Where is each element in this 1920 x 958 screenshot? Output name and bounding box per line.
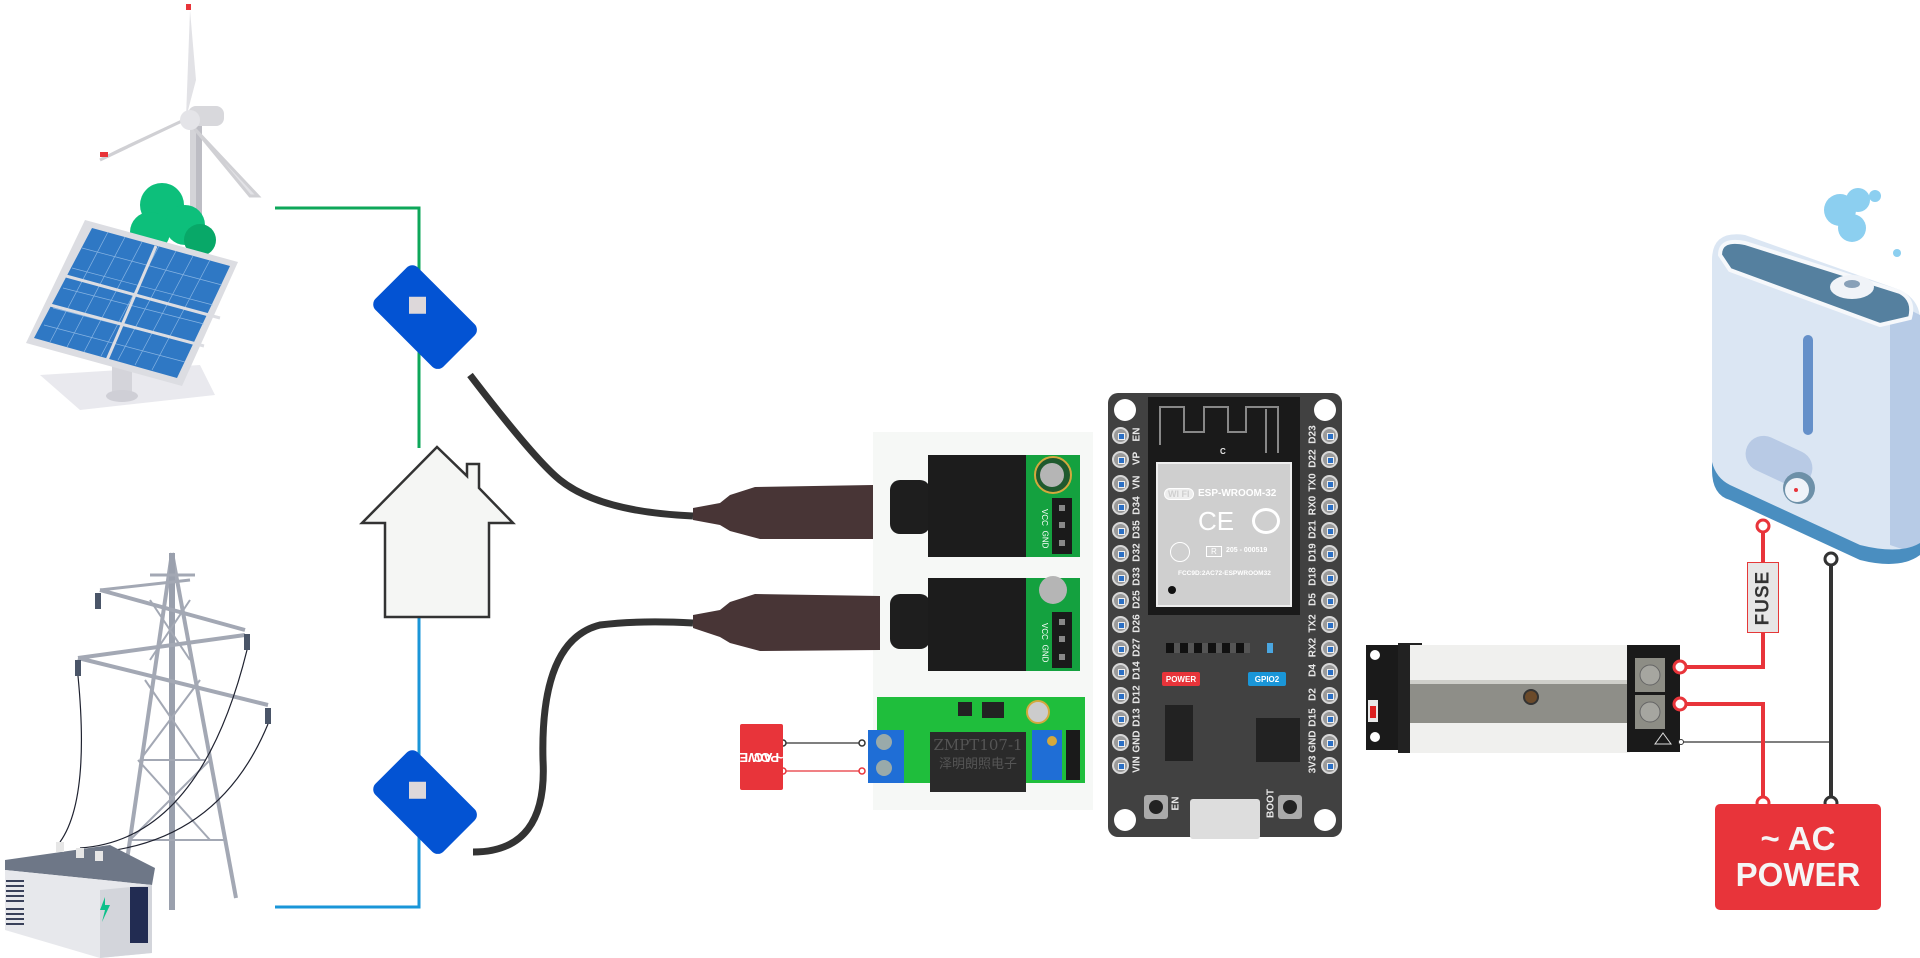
pin-d19[interactable]: [1321, 545, 1338, 562]
antenna-icon: [1159, 406, 1279, 453]
fcc-id: FCC9D:2AC72-ESPWROOM32: [1178, 570, 1271, 577]
pin1-dot: [1168, 586, 1176, 594]
pin-label: VIN: [1131, 756, 1143, 773]
wroom-module: C WI FI ESP-WROOM-32 CE R 205 - 000519 F…: [1148, 397, 1300, 615]
humidifier-icon: [1712, 188, 1920, 564]
vcc-label: VCC: [1039, 509, 1049, 526]
fuse: FUSE: [1747, 562, 1779, 633]
gnd-label: GND: [1040, 644, 1050, 663]
cert-code: 205 - 000519: [1226, 547, 1268, 554]
pin-vn[interactable]: [1112, 475, 1129, 492]
pin-d35[interactable]: [1112, 522, 1129, 539]
boot-button-label: BOOT: [1265, 789, 1277, 818]
voltage-regulator: [1165, 705, 1193, 761]
pin-d23[interactable]: [1321, 427, 1338, 444]
telec-mark-icon: [1170, 542, 1190, 562]
pin-vp[interactable]: [1112, 451, 1129, 468]
pin-vin[interactable]: [1112, 757, 1129, 774]
module-name: ESP-WROOM-32: [1198, 488, 1277, 499]
current-sensor-module-2[interactable]: [890, 576, 1080, 671]
voltage-sensor-module[interactable]: [868, 697, 1085, 792]
audio-plug-2[interactable]: [693, 594, 880, 651]
pin-d21[interactable]: [1321, 522, 1338, 539]
ac-power-line1: ~ AC: [1760, 820, 1836, 857]
zmpt-label-line2: 泽明朗照电子: [938, 757, 1017, 772]
vcc-label: VCC: [1039, 623, 1049, 640]
zmpt-label-line1: ZMPT107-1: [933, 736, 1023, 754]
power-wires: [59, 649, 269, 853]
ce-mark: CE: [1198, 506, 1235, 536]
en-button[interactable]: [1144, 795, 1168, 819]
gpio2-led: [1267, 643, 1273, 653]
en-button-label: EN: [1170, 796, 1182, 811]
pin-gnd-left[interactable]: [1112, 734, 1129, 751]
zmpt-chip-label: ZMPT107-1 泽明朗照电子: [932, 735, 1024, 775]
pin-rx2[interactable]: [1321, 640, 1338, 657]
transformer-icon: [5, 842, 155, 958]
antenna-mark: C: [1220, 447, 1226, 456]
pin-d33[interactable]: [1112, 569, 1129, 586]
shield-can: WI FI ESP-WROOM-32 CE R 205 - 000519 FCC…: [1156, 462, 1292, 607]
pin-rx0[interactable]: [1321, 498, 1338, 515]
r-mark: R: [1206, 546, 1222, 557]
ct-cable-2: [472, 618, 694, 856]
gpio-led-label: GPIO2: [1248, 672, 1286, 686]
pin-d12[interactable]: [1112, 687, 1129, 704]
pin-d2[interactable]: [1321, 687, 1338, 704]
ac-power-small-text: ~ AC POWER: [729, 750, 784, 765]
pin-d4[interactable]: [1321, 663, 1338, 680]
micro-usb-port[interactable]: [1190, 799, 1260, 839]
ac-power-small-label: ~ AC POWER: [729, 724, 784, 790]
mount-hole: [1114, 809, 1136, 831]
pin-tx0[interactable]: [1321, 475, 1338, 492]
pin-d15[interactable]: [1321, 710, 1338, 727]
grid-line: [275, 617, 421, 909]
pin-d34[interactable]: [1112, 498, 1129, 515]
tree-icon: [130, 183, 216, 256]
pin-3v3[interactable]: [1321, 757, 1338, 774]
pin-tx2[interactable]: [1321, 616, 1338, 633]
mount-hole: [1314, 809, 1336, 831]
pin-gnd-right[interactable]: [1321, 734, 1338, 751]
pin-d25[interactable]: [1112, 592, 1129, 609]
power-led-label: POWER: [1162, 672, 1200, 686]
gnd-label: GND: [1040, 530, 1050, 549]
solid-state-relay-module[interactable]: [1366, 643, 1680, 753]
transmission-tower-icon: [75, 552, 271, 910]
pin-d22[interactable]: [1321, 451, 1338, 468]
pin-d32[interactable]: [1112, 545, 1129, 562]
pin-d18[interactable]: [1321, 569, 1338, 586]
solar-wind-line: [275, 206, 421, 448]
espressif-logo-icon: [1252, 508, 1280, 534]
mount-hole: [1114, 399, 1136, 421]
smd-row: [1166, 643, 1250, 653]
audio-plug-1[interactable]: [693, 485, 873, 539]
ct-clamp-solar[interactable]: [370, 262, 480, 372]
fuse-label: FUSE: [1752, 570, 1773, 625]
ct-cable-1: [467, 372, 694, 520]
wifi-logo: WI FI: [1164, 488, 1194, 500]
house-icon: [359, 445, 516, 619]
pin-en[interactable]: [1112, 427, 1129, 444]
ct-clamp-grid[interactable]: [370, 747, 480, 857]
pin-label: 3V3: [1307, 755, 1319, 774]
solar-panel-icon: [26, 220, 238, 410]
ac-power-label: ~ AC POWER: [1715, 804, 1881, 910]
pin-d14[interactable]: [1112, 663, 1129, 680]
current-sensor-module-1[interactable]: [890, 455, 1080, 557]
esp32-board[interactable]: C WI FI ESP-WROOM-32 CE R 205 - 000519 F…: [1108, 393, 1342, 839]
pin-d5[interactable]: [1321, 592, 1338, 609]
boot-button[interactable]: [1278, 795, 1302, 819]
mount-hole: [1314, 399, 1336, 421]
pin-d27[interactable]: [1112, 640, 1129, 657]
usb-uart-chip: [1256, 718, 1300, 762]
pin-d13[interactable]: [1112, 710, 1129, 727]
ac-power-line2: POWER: [1735, 856, 1861, 893]
pin-d26[interactable]: [1112, 616, 1129, 633]
